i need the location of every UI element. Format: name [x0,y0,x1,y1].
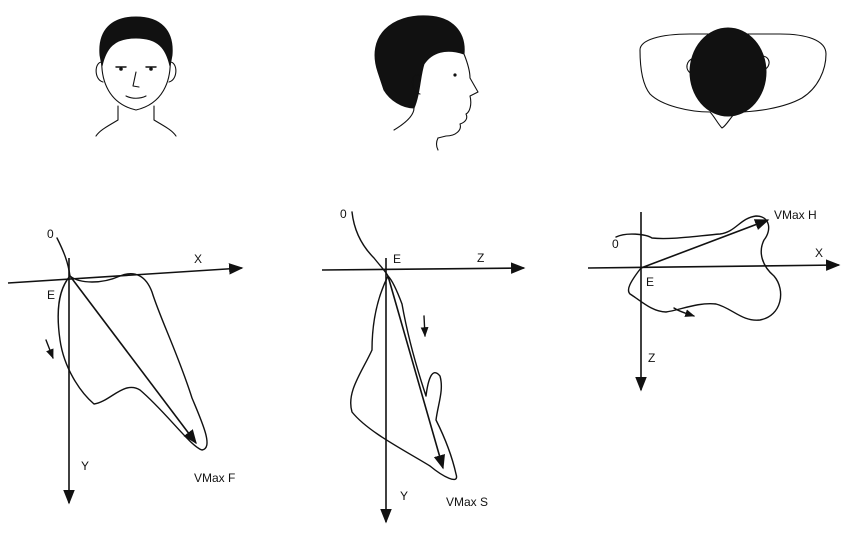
x-axis [8,268,242,283]
face-profile-icon [375,16,478,150]
horizontal-axis-label: Z [477,251,484,265]
head-top-icon [640,28,826,128]
point-label: E [646,275,654,289]
vector-label: VMax H [774,208,817,222]
point-label: E [393,252,401,266]
vertical-axis-label: Z [648,351,655,365]
origin-label: 0 [612,237,619,251]
direction-arrow [46,340,53,358]
origin-label: 0 [340,207,347,221]
vmax-vector [641,220,768,268]
vector-label: VMax S [446,495,488,509]
horizontal-axis-label: X [194,252,202,266]
vector-label: VMax F [194,471,235,485]
horizontal-panel: 0 E X Z VMax H [588,28,839,390]
vertical-axis-label: Y [81,459,89,473]
sagittal-loop [351,212,457,479]
origin-label: 0 [47,227,54,241]
frontal-panel: 0 E X Y VMax F [8,17,242,503]
vmax-vector [70,276,196,443]
point-label: E [47,288,55,302]
z-axis [322,268,524,270]
direction-arrow [424,316,425,336]
sagittal-panel: 0 E Z Y VMax S [322,16,524,522]
face-front-icon [96,17,176,136]
vertical-axis-label: Y [400,489,408,503]
x-axis [588,265,839,268]
direction-arrow [674,308,694,316]
frontal-loop [57,238,207,450]
horizontal-axis-label: X [815,246,823,260]
